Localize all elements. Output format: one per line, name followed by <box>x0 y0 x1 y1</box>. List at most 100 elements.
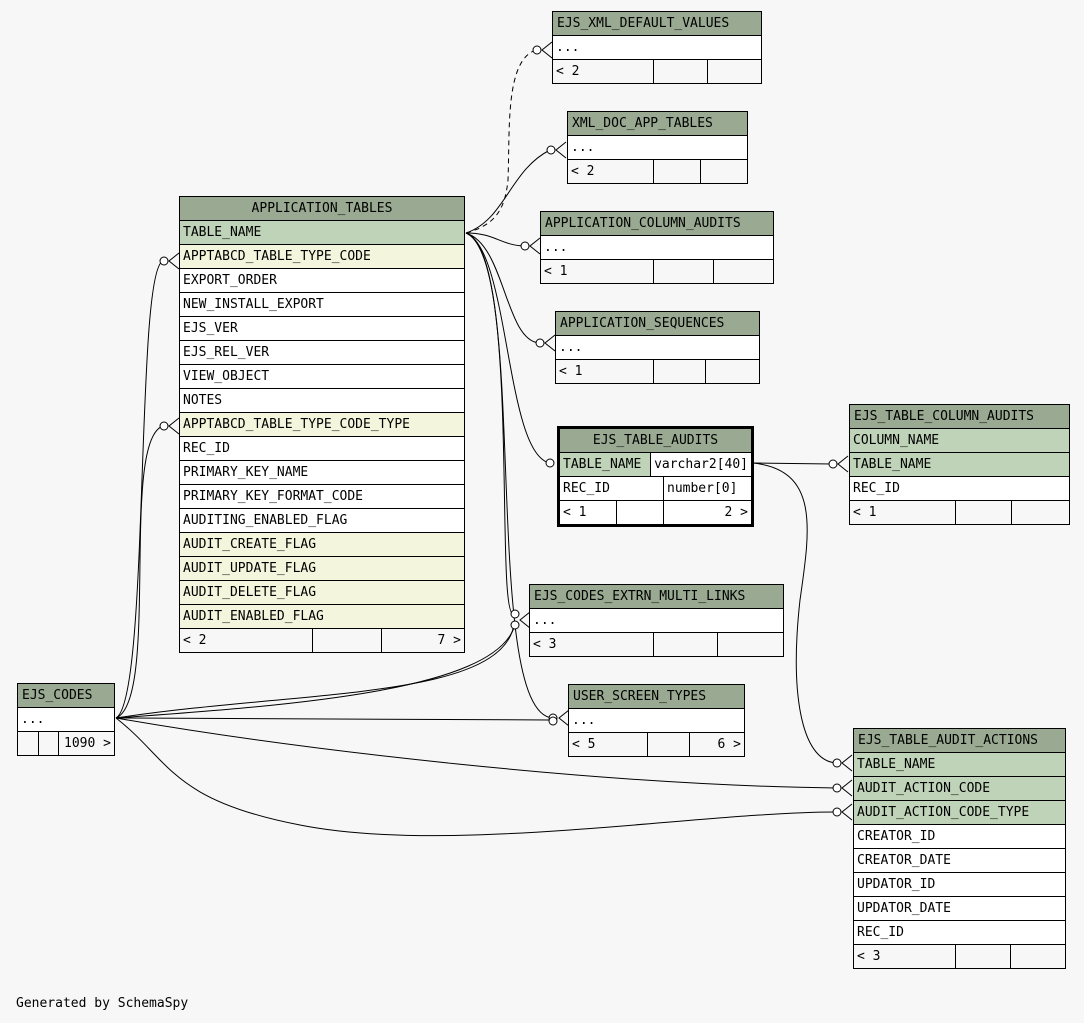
child-count <box>1012 501 1069 524</box>
table-footer: < 5 6 > <box>569 733 744 756</box>
column-row: AUDIT_ACTION_CODE <box>854 777 1065 801</box>
column-row: TABLE_NAME varchar2[40] <box>560 453 751 477</box>
parent-count: < 3 <box>854 945 956 968</box>
table-application-tables[interactable]: APPLICATION_TABLES TABLE_NAME APPTABCD_T… <box>179 196 465 653</box>
parent-count: < 1 <box>556 360 654 383</box>
column-row: PRIMARY_KEY_FORMAT_CODE <box>180 485 464 509</box>
parent-count: < 2 <box>568 160 654 183</box>
table-title: EJS_CODES_EXTRN_MULTI_LINKS <box>530 585 783 609</box>
table-user-screen-types[interactable]: USER_SCREEN_TYPES ... < 5 6 > <box>568 684 745 757</box>
table-footer: < 1 <box>541 260 773 283</box>
column-row: REC_ID <box>180 437 464 461</box>
column-row: AUDIT_UPDATE_FLAG <box>180 557 464 581</box>
table-footer: 1090 > <box>18 732 114 755</box>
parent-count: < 2 <box>180 629 313 652</box>
column-row: NOTES <box>180 389 464 413</box>
table-row: ... <box>553 36 761 60</box>
column-count <box>654 260 714 283</box>
column-row: EJS_VER <box>180 317 464 341</box>
table-xml-doc-app-tables[interactable]: XML_DOC_APP_TABLES ... < 2 <box>567 111 748 184</box>
column-row: REC_ID <box>850 477 1069 501</box>
column-row: CREATOR_DATE <box>854 849 1065 873</box>
column-row: UPDATOR_DATE <box>854 897 1065 921</box>
column-row: AUDIT_DELETE_FLAG <box>180 581 464 605</box>
column-row: COLUMN_NAME <box>850 429 1069 453</box>
parent-count: < 2 <box>553 60 654 83</box>
column-row: REC_ID <box>854 921 1065 945</box>
table-footer: < 1 2 > <box>560 501 751 524</box>
table-title: USER_SCREEN_TYPES <box>569 685 744 709</box>
column-row: CREATOR_ID <box>854 825 1065 849</box>
column-row: AUDITING_ENABLED_FLAG <box>180 509 464 533</box>
table-title: APPLICATION_TABLES <box>180 197 464 221</box>
column-count <box>39 732 59 755</box>
column-row: TABLE_NAME <box>180 221 464 245</box>
parent-count: < 3 <box>530 633 654 656</box>
column-count <box>617 501 664 524</box>
child-count <box>708 60 761 83</box>
column-count <box>654 60 708 83</box>
table-title: EJS_TABLE_AUDITS <box>560 429 751 453</box>
column-row: APPTABCD_TABLE_TYPE_CODE_TYPE <box>180 413 464 437</box>
table-row: ... <box>568 136 747 160</box>
column-row: EXPORT_ORDER <box>180 269 464 293</box>
column-row: AUDIT_ENABLED_FLAG <box>180 605 464 629</box>
child-count: 2 > <box>724 505 748 520</box>
column-count <box>648 733 690 756</box>
table-row: ... <box>569 709 744 733</box>
table-footer: < 2 <box>568 160 747 183</box>
child-count <box>1011 945 1065 968</box>
child-count <box>701 160 747 183</box>
column-row: NEW_INSTALL_EXPORT <box>180 293 464 317</box>
table-footer: < 3 <box>854 945 1065 968</box>
column-row: REC_ID number[0] <box>560 477 751 501</box>
table-footer: < 2 7 > <box>180 629 464 652</box>
table-footer: < 1 <box>850 501 1069 524</box>
column-row: UPDATOR_ID <box>854 873 1065 897</box>
table-row: ... <box>556 336 759 360</box>
column-count <box>654 360 706 383</box>
child-count: 6 > <box>717 737 741 752</box>
table-ejs-table-audit-actions[interactable]: EJS_TABLE_AUDIT_ACTIONS TABLE_NAME AUDIT… <box>853 728 1066 969</box>
table-ejs-codes-extrn-multi-links[interactable]: EJS_CODES_EXTRN_MULTI_LINKS ... < 3 <box>529 584 784 657</box>
table-row: ... <box>530 609 783 633</box>
column-type: number[0] <box>667 481 738 496</box>
table-row: ... <box>541 236 773 260</box>
column-row: TABLE_NAME <box>854 753 1065 777</box>
table-footer: < 3 <box>530 633 783 656</box>
column-row: TABLE_NAME <box>850 453 1069 477</box>
child-count <box>718 633 783 656</box>
table-footer: < 1 <box>556 360 759 383</box>
column-count <box>654 160 701 183</box>
generated-by-label: Generated by SchemaSpy <box>16 996 189 1011</box>
column-row: EJS_REL_VER <box>180 341 464 365</box>
table-footer: < 2 <box>553 60 761 83</box>
column-row: APPTABCD_TABLE_TYPE_CODE <box>180 245 464 269</box>
parent-count <box>18 732 39 755</box>
table-title: APPLICATION_COLUMN_AUDITS <box>541 212 773 236</box>
table-title: EJS_XML_DEFAULT_VALUES <box>553 12 761 36</box>
column-count <box>956 945 1011 968</box>
table-ejs-table-column-audits[interactable]: EJS_TABLE_COLUMN_AUDITS COLUMN_NAME TABL… <box>849 404 1070 525</box>
table-ejs-table-audits[interactable]: EJS_TABLE_AUDITS TABLE_NAME varchar2[40]… <box>557 426 754 527</box>
table-application-column-audits[interactable]: APPLICATION_COLUMN_AUDITS ... < 1 <box>540 211 774 284</box>
table-title: EJS_TABLE_AUDIT_ACTIONS <box>854 729 1065 753</box>
parent-count: < 1 <box>850 501 956 524</box>
column-row: VIEW_OBJECT <box>180 365 464 389</box>
parent-count: < 1 <box>560 501 617 524</box>
table-ejs-xml-default-values[interactable]: EJS_XML_DEFAULT_VALUES ... < 2 <box>552 11 762 84</box>
column-name: TABLE_NAME <box>560 453 652 476</box>
child-count <box>706 360 759 383</box>
column-row: AUDIT_CREATE_FLAG <box>180 533 464 557</box>
parent-count: < 1 <box>541 260 654 283</box>
parent-count: < 5 <box>569 733 648 756</box>
table-title: EJS_TABLE_COLUMN_AUDITS <box>850 405 1069 429</box>
column-count <box>654 633 718 656</box>
column-count <box>956 501 1012 524</box>
column-row: PRIMARY_KEY_NAME <box>180 461 464 485</box>
column-row: AUDIT_ACTION_CODE_TYPE <box>854 801 1065 825</box>
table-application-sequences[interactable]: APPLICATION_SEQUENCES ... < 1 <box>555 311 760 384</box>
table-ejs-codes[interactable]: EJS_CODES ... 1090 > <box>17 683 115 756</box>
child-count: 7 > <box>437 633 461 648</box>
